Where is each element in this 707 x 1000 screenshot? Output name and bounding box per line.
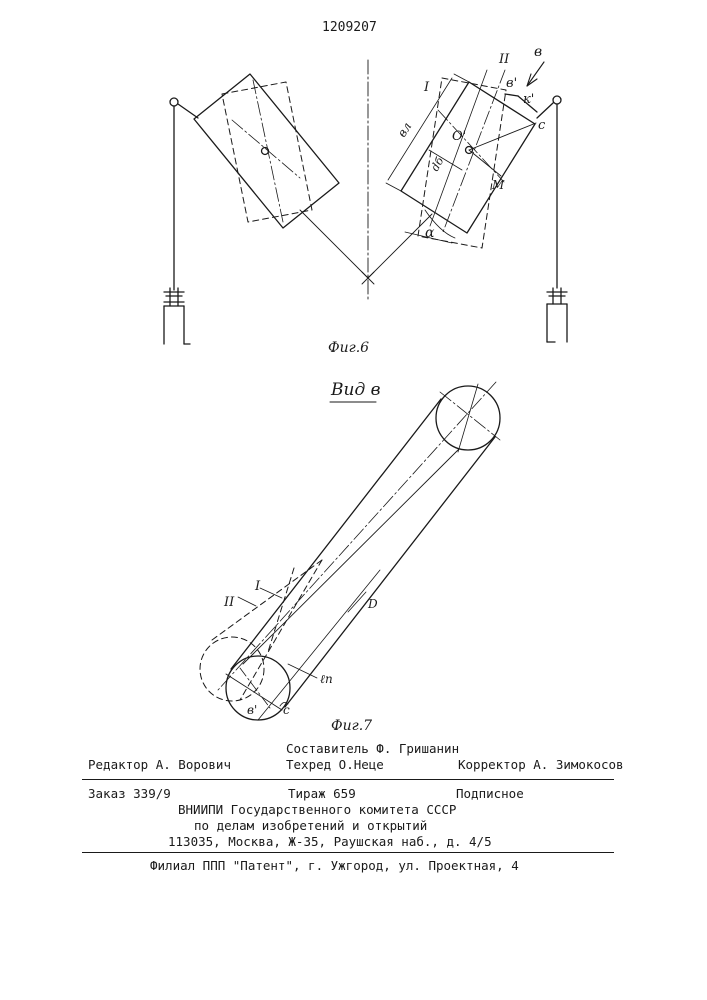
colophon-rule-bottom [82,852,614,853]
fig6-label-b: в [534,44,542,60]
fig6-label-k-prime: к' [523,92,534,107]
colophon-institute-line2: по делам изобретений и открытий [194,818,427,833]
fig7-tube-inner [243,449,459,664]
fig7-label-II: II [223,595,235,610]
colophon-subscription: Подписное [456,786,524,801]
colophon-techred: Техред О.Неце [286,757,384,772]
fig6-caption: Фиг.6 [328,340,369,356]
fig7-view-title: Вид в [331,380,381,400]
colophon-editor: Редактор А. Ворович [88,757,231,772]
technical-drawing: I II в в' к' с O' М вл dб α I II D ℓп в'… [0,0,707,730]
fig6-label-b-prime: в' [506,76,517,91]
colophon-compiler: Составитель Ф. Гришанин [286,741,459,756]
fig6-left-hanger [170,98,178,106]
fig7-label-c: с [283,703,290,717]
fig7-label-b-prime: в' [247,703,257,717]
fig6-label-o-prime: O' [452,129,466,144]
colophon-circulation: Тираж 659 [288,786,356,801]
colophon-corrector: Корректор А. Зимокосов [458,757,624,772]
fig6-left-block [194,74,339,228]
fig6-label-alpha: α [425,225,435,241]
fig6-label-ds: dб [428,155,446,174]
fig6-label-c: с [538,118,546,133]
fig7-dashed-line-2 [240,560,322,700]
colophon-branch: Филиал ППП "Патент", г. Ужгород, ул. Про… [150,858,519,873]
fig7-caption: Фиг.7 [331,718,372,734]
fig7-label-I: I [254,579,261,594]
fig6-right-hanger [553,96,561,104]
colophon-institute-line1: ВНИИПИ Государственного комитета СССР [178,802,456,817]
fig7-label-d: D [367,597,378,611]
fig6-v-line-right [368,214,432,278]
fig7-tube-left [231,399,441,669]
fig6-label-m: М [491,178,505,192]
fig6-left-block-rotated [222,82,312,222]
colophon-order: Заказ 339/9 [88,786,171,801]
fig6-v-line-left [300,210,368,278]
fig6-label-vl: вл [395,120,415,140]
colophon-rule-top [82,779,614,780]
fig6-label-I: I [423,80,430,95]
fig6-left-pivot [262,148,269,155]
fig6-view-arrow [527,62,544,86]
colophon-institute-line3: 113035, Москва, Ж-35, Раушская наб., д. … [168,834,492,849]
fig6-right-block [401,82,535,233]
fig7-tube-right [285,437,495,707]
fig7-label-lp: ℓп [320,672,333,686]
fig6-label-II: II [498,52,510,67]
